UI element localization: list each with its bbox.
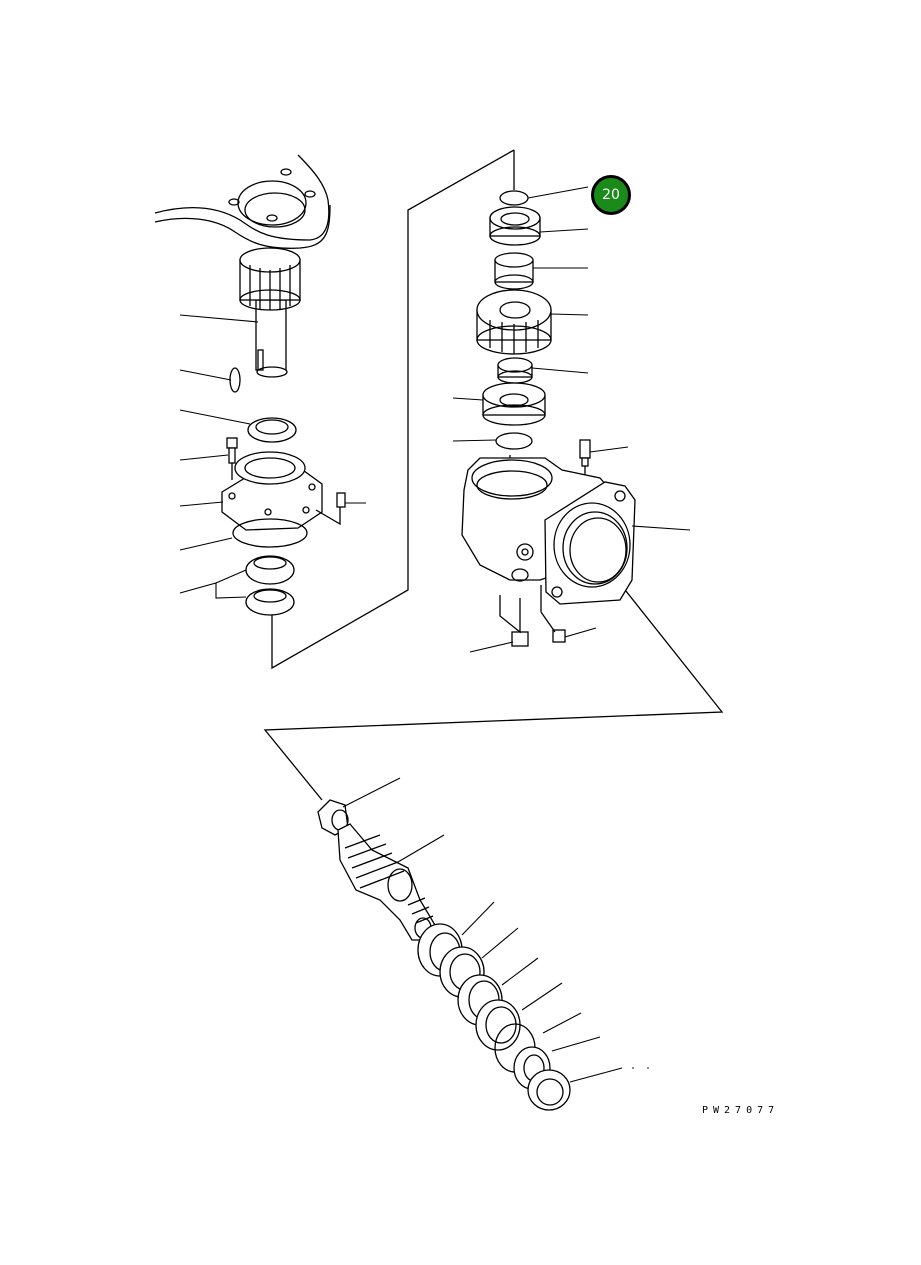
gear-case (461, 457, 636, 605)
lock-nut (527, 1069, 571, 1111)
gear-housing-assembly (461, 190, 636, 647)
bolt (226, 437, 238, 480)
drain-plug (499, 595, 529, 647)
leader-lines-upper-left (179, 314, 366, 599)
snap-ring (495, 432, 533, 450)
bearing-cup (497, 357, 533, 384)
oil-seal (247, 417, 297, 443)
o-ring (229, 367, 241, 393)
level-plug (540, 585, 566, 643)
bearing-lower (245, 588, 295, 616)
output-shaft-assembly (154, 154, 346, 616)
race-2 (475, 999, 521, 1051)
bearing-upper (245, 555, 295, 585)
bearing-cone (482, 382, 546, 426)
flange-housing (221, 451, 323, 531)
splined-shaft (239, 247, 301, 378)
worm-shaft-assembly (317, 799, 571, 1111)
threaded-nut (489, 206, 541, 246)
worm-shaft (337, 823, 436, 941)
drawing-reference-code: PW27077 (702, 1105, 780, 1116)
leader-lines-upper-right (452, 186, 691, 653)
worm-gear (476, 289, 552, 355)
plug-cap (499, 190, 529, 206)
leader-lines-lower (342, 777, 649, 1083)
spacer-collar (494, 252, 534, 290)
gasket-ring (232, 518, 308, 548)
dowel-pin (315, 492, 346, 526)
callout-badge-highlighted[interactable]: 20 (591, 175, 631, 215)
mounting-bracket (154, 154, 331, 249)
